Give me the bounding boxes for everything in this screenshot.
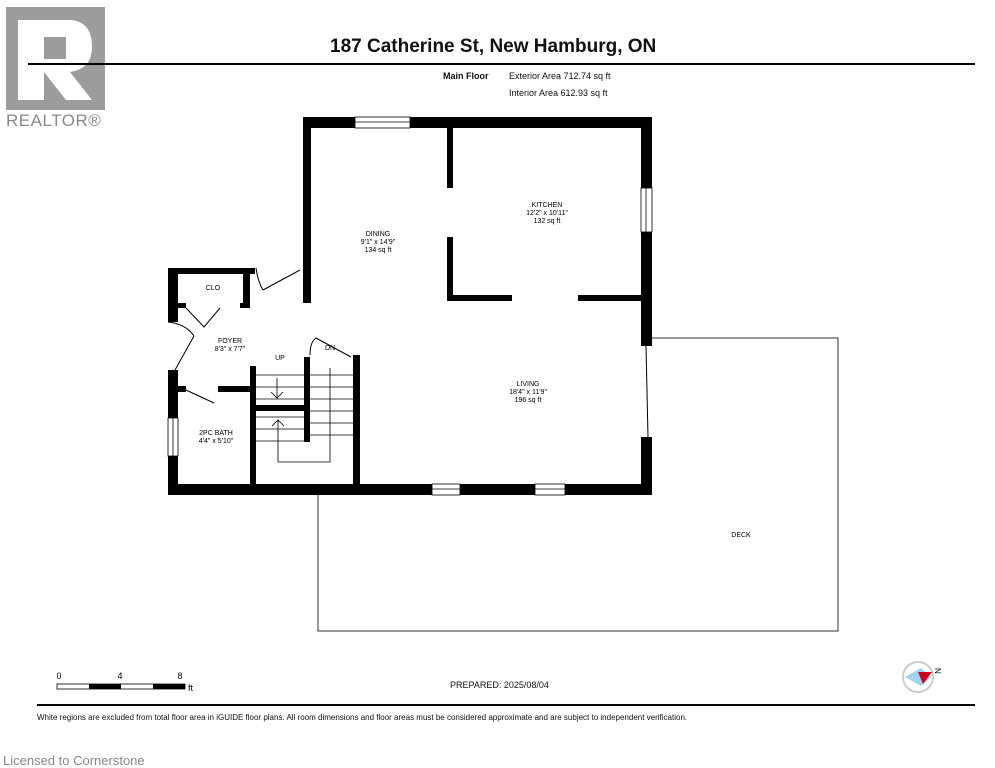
scale-unit: ft — [188, 683, 194, 693]
room-labels: KITCHEN 12'2" x 10'11" 132 sq ft DINING … — [199, 202, 751, 539]
room-name: LIVING — [517, 381, 540, 388]
page-title: 187 Catherine St, New Hamburg, ON — [330, 36, 657, 57]
compass-icon: N — [902, 661, 942, 693]
room-name: KITCHEN — [532, 202, 563, 209]
room-dims: 9'1" x 14'9" — [361, 239, 396, 246]
disclaimer: White regions are excluded from total fl… — [37, 713, 688, 722]
divider — [28, 63, 975, 65]
room-name: CLO — [206, 285, 221, 292]
exterior-area: Exterior Area 712.74 sq ft — [509, 71, 611, 81]
stairs-up-label: UP — [275, 355, 285, 362]
room-dims: 4'4" x 5'10" — [199, 438, 234, 445]
floor-name: Main Floor — [443, 71, 489, 81]
room-dims: 8'3" x 7'7" — [215, 346, 246, 353]
deck-outline — [317, 337, 839, 632]
room-dims: 12'2" x 10'11" — [526, 210, 568, 217]
interior-area: Interior Area 612.93 sq ft — [509, 88, 608, 98]
compass-label: N — [933, 668, 942, 674]
walls — [168, 117, 652, 495]
scale-tick: 4 — [117, 671, 122, 681]
scale-tick: 0 — [56, 671, 61, 681]
room-area: 196 sq ft — [515, 397, 542, 404]
doors-and-stairs — [167, 267, 649, 463]
scale-bar: 0 4 8 ft — [56, 671, 193, 693]
room-name: DINING — [366, 231, 391, 238]
prepared-date: PREPARED: 2025/08/04 — [450, 680, 549, 690]
stairs-down-label: DN — [325, 345, 335, 352]
realtor-logo — [6, 7, 105, 110]
realtor-wordmark: REALTOR® — [6, 111, 102, 130]
room-area: 134 sq ft — [365, 247, 392, 254]
room-name: 2PC BATH — [199, 430, 233, 437]
divider — [37, 704, 975, 706]
room-area: 132 sq ft — [534, 218, 561, 225]
windows — [167, 116, 653, 496]
scale-tick: 8 — [177, 671, 182, 681]
room-dims: 18'4" x 11'9" — [509, 389, 547, 396]
license-note: Licensed to Cornerstone — [3, 753, 145, 768]
room-name: FOYER — [218, 338, 242, 345]
room-name: DECK — [731, 532, 751, 539]
